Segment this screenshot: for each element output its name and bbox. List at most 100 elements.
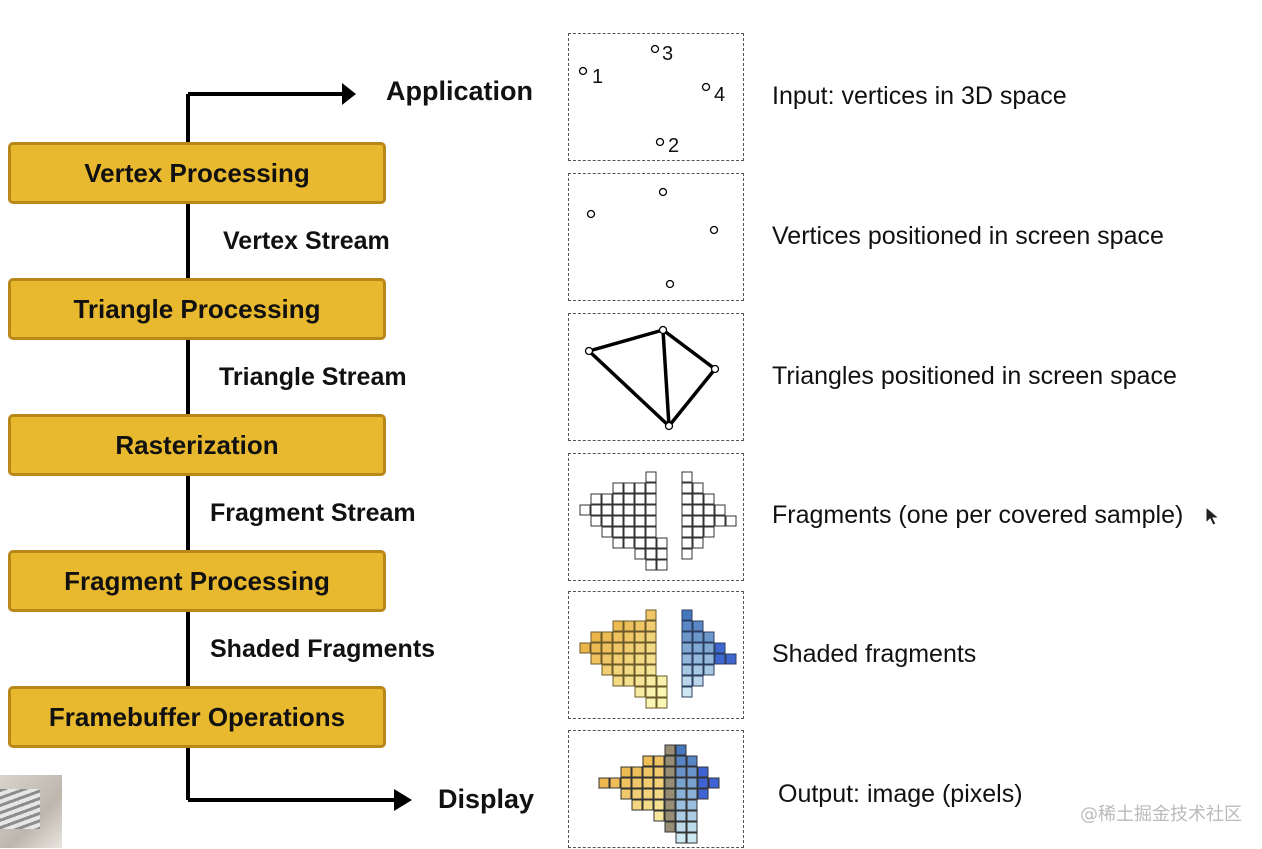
stage-vertex-processing: Vertex Processing: [8, 142, 386, 204]
fragment-cell: [681, 493, 693, 505]
output-pixel: [708, 777, 720, 789]
fragment-cell: [645, 609, 657, 621]
fragment-cell: [623, 631, 635, 643]
fragment-cell: [579, 642, 591, 654]
fragment-cell: [579, 504, 591, 516]
fragment-cell: [692, 620, 704, 632]
output-pixel: [642, 766, 654, 778]
fragment-cell: [645, 482, 657, 494]
output-pixel: [675, 744, 687, 756]
fragment-cell: [601, 493, 613, 505]
fragment-cell: [634, 620, 646, 632]
fragment-cell: [645, 664, 657, 676]
fragment-cell: [681, 664, 693, 676]
fragment-cell: [634, 548, 646, 560]
input-arrowhead: [342, 83, 356, 105]
output-pixel: [664, 755, 676, 767]
description-input: Input: vertices in 3D space: [772, 82, 1067, 110]
vertex-point: [578, 66, 588, 76]
output-pixel: [686, 755, 698, 767]
vertex-point: [658, 187, 668, 197]
vertex-label-3: 3: [662, 43, 674, 65]
output-pixel: [686, 832, 698, 844]
fragment-cell: [703, 515, 715, 527]
panel-triangles: [568, 313, 744, 441]
output-pixel: [653, 766, 665, 778]
fragment-cell: [634, 515, 646, 527]
fragment-cell: [623, 620, 635, 632]
fragment-cell: [725, 653, 737, 665]
output-pixel: [675, 832, 687, 844]
fragment-cell: [656, 697, 668, 709]
output-pixel: [664, 810, 676, 822]
fragment-cell: [612, 482, 624, 494]
vertex-point: [710, 364, 720, 374]
fragment-cell: [634, 504, 646, 516]
fragment-cell: [703, 653, 715, 665]
application-label: Application: [386, 76, 533, 106]
fragment-cell: [623, 515, 635, 527]
output-pixel: [664, 766, 676, 778]
fragment-cell: [692, 482, 704, 494]
vertex-label-4: 4: [714, 84, 726, 106]
fragment-cell: [681, 620, 693, 632]
output-pixel: [642, 788, 654, 800]
fragment-cell: [612, 537, 624, 549]
fragment-cell: [645, 526, 657, 538]
panel-fragments: [568, 453, 744, 581]
fragment-cell: [623, 482, 635, 494]
fragment-cell: [681, 675, 693, 687]
fragment-cell: [634, 493, 646, 505]
vertex-point: [665, 279, 675, 289]
fragment-cell: [645, 675, 657, 687]
fragment-cell: [612, 504, 624, 516]
fragment-cell: [656, 537, 668, 549]
vertex-point: [584, 346, 594, 356]
fragment-cell: [590, 493, 602, 505]
output-pixel: [675, 755, 687, 767]
vertex-point: [650, 44, 660, 54]
fragment-cell: [645, 515, 657, 527]
fragment-cell: [601, 504, 613, 516]
output-pixel: [697, 788, 709, 800]
output-pixel: [664, 788, 676, 800]
vertex-point: [655, 137, 665, 147]
fragment-cell: [692, 631, 704, 643]
fragment-cell: [645, 504, 657, 516]
fragment-cell: [656, 548, 668, 560]
output-pixel: [653, 755, 665, 767]
description-triangles: Triangles positioned in screen space: [772, 362, 1177, 390]
fragment-cell: [645, 686, 657, 698]
output-pixel: [675, 788, 687, 800]
stream-fragment: Fragment Stream: [210, 499, 416, 527]
output-pixel: [620, 788, 632, 800]
output-pixel: [675, 810, 687, 822]
fragment-cell: [634, 686, 646, 698]
fragment-cell: [645, 537, 657, 549]
fragment-cell: [714, 515, 726, 527]
output-pixel: [686, 799, 698, 811]
vertex-point: [664, 421, 674, 431]
fragment-cell: [601, 515, 613, 527]
output-pixel: [620, 777, 632, 789]
fragment-cell: [601, 664, 613, 676]
fragment-cell: [645, 653, 657, 665]
output-pixel: [686, 777, 698, 789]
fragment-cell: [681, 504, 693, 516]
fragment-cell: [703, 504, 715, 516]
fragment-cell: [634, 653, 646, 665]
description-shaded-fragments: Shaded fragments: [772, 640, 977, 668]
fragment-cell: [623, 664, 635, 676]
output-pixel: [686, 766, 698, 778]
output-pixel: [653, 788, 665, 800]
output-pixel: [653, 799, 665, 811]
fragment-cell: [703, 664, 715, 676]
fragment-cell: [703, 631, 715, 643]
fragment-cell: [601, 642, 613, 654]
output-pixel: [686, 810, 698, 822]
fragment-cell: [681, 526, 693, 538]
fragment-cell: [714, 504, 726, 516]
triangle-shared-edge: [661, 329, 671, 427]
fragment-cell: [634, 664, 646, 676]
stream-triangle: Triangle Stream: [219, 363, 407, 391]
